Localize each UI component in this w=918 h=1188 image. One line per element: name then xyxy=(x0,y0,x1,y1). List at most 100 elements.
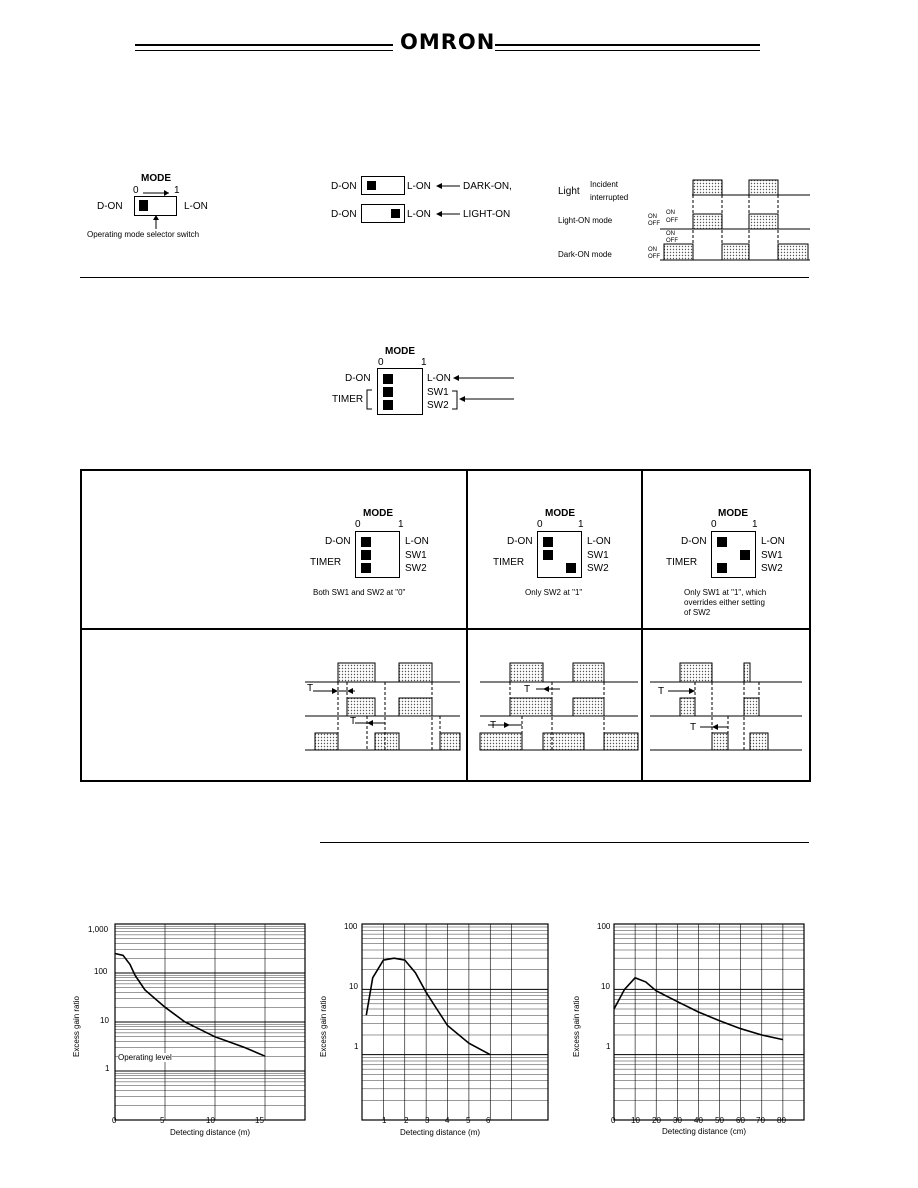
c2-sw1: SW1 xyxy=(587,550,609,561)
g3-xtick-20: 20 xyxy=(652,1116,661,1125)
timer-scale-1: 1 xyxy=(421,357,427,368)
g1-xtick-10: 10 xyxy=(206,1116,215,1125)
c3-zero: 0 xyxy=(711,519,717,530)
arrow-left-icon xyxy=(436,183,460,189)
c3-t-label-2: T xyxy=(690,722,697,733)
c3-one: 1 xyxy=(752,519,758,530)
series-line xyxy=(114,952,266,1057)
g3-ytick-1: 1 xyxy=(606,1042,611,1051)
plot-frame xyxy=(361,923,549,1121)
l-on-label: L-ON xyxy=(184,201,208,212)
g2-ytick-100: 100 xyxy=(344,922,358,931)
c2-one: 1 xyxy=(578,519,584,530)
g2-xtick-1: 1 xyxy=(382,1116,387,1125)
dark-on-l-on: L-ON xyxy=(407,181,431,192)
graph-2-plot xyxy=(361,923,549,1121)
timing-on-2: ON xyxy=(666,210,675,216)
g3-ylabel: Excess gain ratio xyxy=(571,996,581,1057)
dark-on-d-on: D-ON xyxy=(331,181,357,192)
mode-switch-knob xyxy=(139,200,148,211)
c3-sw2: SW2 xyxy=(761,563,783,574)
c1-sw1: SW1 xyxy=(405,550,427,561)
scale-one: 1 xyxy=(174,185,180,196)
g1-xtick-5: 5 xyxy=(160,1116,165,1125)
c2-t-label-2: T xyxy=(490,720,497,731)
c3-l-on: L-ON xyxy=(761,536,785,547)
g2-xtick-3: 3 xyxy=(425,1116,430,1125)
table-row-divider xyxy=(82,628,809,630)
c2-knob-3 xyxy=(566,563,576,573)
g1-ytick-1000: 1,000 xyxy=(88,925,109,934)
timing-off-1: OFF xyxy=(648,221,660,227)
timer-knob-2 xyxy=(383,387,393,397)
timing-off-4: OFF xyxy=(648,254,660,260)
c3-sw1: SW1 xyxy=(761,550,783,561)
series-line xyxy=(365,957,491,1056)
arrow-left-icon xyxy=(436,211,460,217)
g3-xtick-40: 40 xyxy=(694,1116,703,1125)
timing-interrupted: interrupted xyxy=(590,193,629,202)
c2-timer: TIMER xyxy=(493,557,525,568)
graph-3-plot xyxy=(613,923,805,1121)
g3-xtick-50: 50 xyxy=(715,1116,724,1125)
timer-knob-3 xyxy=(383,400,393,410)
series-line xyxy=(613,976,784,1041)
d-on-label: D-ON xyxy=(97,201,123,212)
scale-zero: 0 xyxy=(133,185,139,196)
c3-caption-3: of SW2 xyxy=(684,608,711,617)
c2-sw2: SW2 xyxy=(587,563,609,574)
c2-zero: 0 xyxy=(537,519,543,530)
light-on-knob xyxy=(391,209,400,218)
g3-xtick-10: 10 xyxy=(631,1116,640,1125)
omron-logo: OMRON xyxy=(400,30,496,54)
g1-xtick-0: 0 xyxy=(112,1116,117,1125)
caption-pointer-icon xyxy=(153,215,159,229)
g2-xlabel: Detecting distance (m) xyxy=(400,1128,481,1137)
c1-knob-2 xyxy=(361,550,371,560)
light-on-d-on: D-ON xyxy=(331,209,357,220)
g2-ylabel: Excess gain ratio xyxy=(318,996,328,1057)
c1-t-label-2: T xyxy=(350,716,357,727)
c1-t-label-1: T xyxy=(307,683,314,694)
timing-light-on-mode: Light-ON mode xyxy=(558,216,613,225)
c1-sw2: SW2 xyxy=(405,563,427,574)
g3-xtick-30: 30 xyxy=(673,1116,682,1125)
c1-mode: MODE xyxy=(363,508,393,519)
timing-off-3: OFF xyxy=(666,238,678,244)
g3-xtick-80: 80 xyxy=(777,1116,786,1125)
c1-one: 1 xyxy=(398,519,404,530)
c3-switch-box xyxy=(711,531,756,578)
g1-operating-level: Operating level xyxy=(118,1053,172,1062)
g1-ytick-1: 1 xyxy=(105,1064,110,1073)
graph-1-plot xyxy=(114,923,306,1121)
switch-caption: Operating mode selector switch xyxy=(87,230,200,239)
c1-knob-3 xyxy=(361,563,371,573)
c2-switch-box xyxy=(537,531,582,578)
mode-switch[interactable] xyxy=(134,196,177,216)
dark-on-arrow-label: DARK-ON, xyxy=(463,181,512,192)
timer-wave-col-3 xyxy=(650,662,802,751)
c3-d-on: D-ON xyxy=(681,536,707,547)
light-on-l-on: L-ON xyxy=(407,209,431,220)
timing-light-label: Light xyxy=(558,186,580,197)
timing-incident: Incident xyxy=(590,180,619,189)
timer-switch-box xyxy=(377,368,423,415)
g2-xtick-5: 5 xyxy=(466,1116,471,1125)
g3-ytick-10: 10 xyxy=(601,982,610,991)
g2-xtick-4: 4 xyxy=(445,1116,450,1125)
c3-caption-1: Only SW1 at "1", which xyxy=(684,588,767,597)
c1-switch-box xyxy=(355,531,400,578)
g2-xtick-2: 2 xyxy=(404,1116,409,1125)
scale-arrow-icon xyxy=(143,190,169,196)
c2-knob-2 xyxy=(543,550,553,560)
light-on-arrow-label: LIGHT-ON xyxy=(463,209,511,220)
c1-d-on: D-ON xyxy=(325,536,351,547)
timer-wave-col-1 xyxy=(305,662,461,751)
header-rule-right xyxy=(495,44,760,46)
g1-xtick-15: 15 xyxy=(255,1116,264,1125)
g2-ytick-10: 10 xyxy=(349,982,358,991)
timer-wave-col-2 xyxy=(479,662,639,751)
section-divider xyxy=(80,277,809,278)
timing-waveforms xyxy=(660,179,810,261)
c3-timer: TIMER xyxy=(666,557,698,568)
